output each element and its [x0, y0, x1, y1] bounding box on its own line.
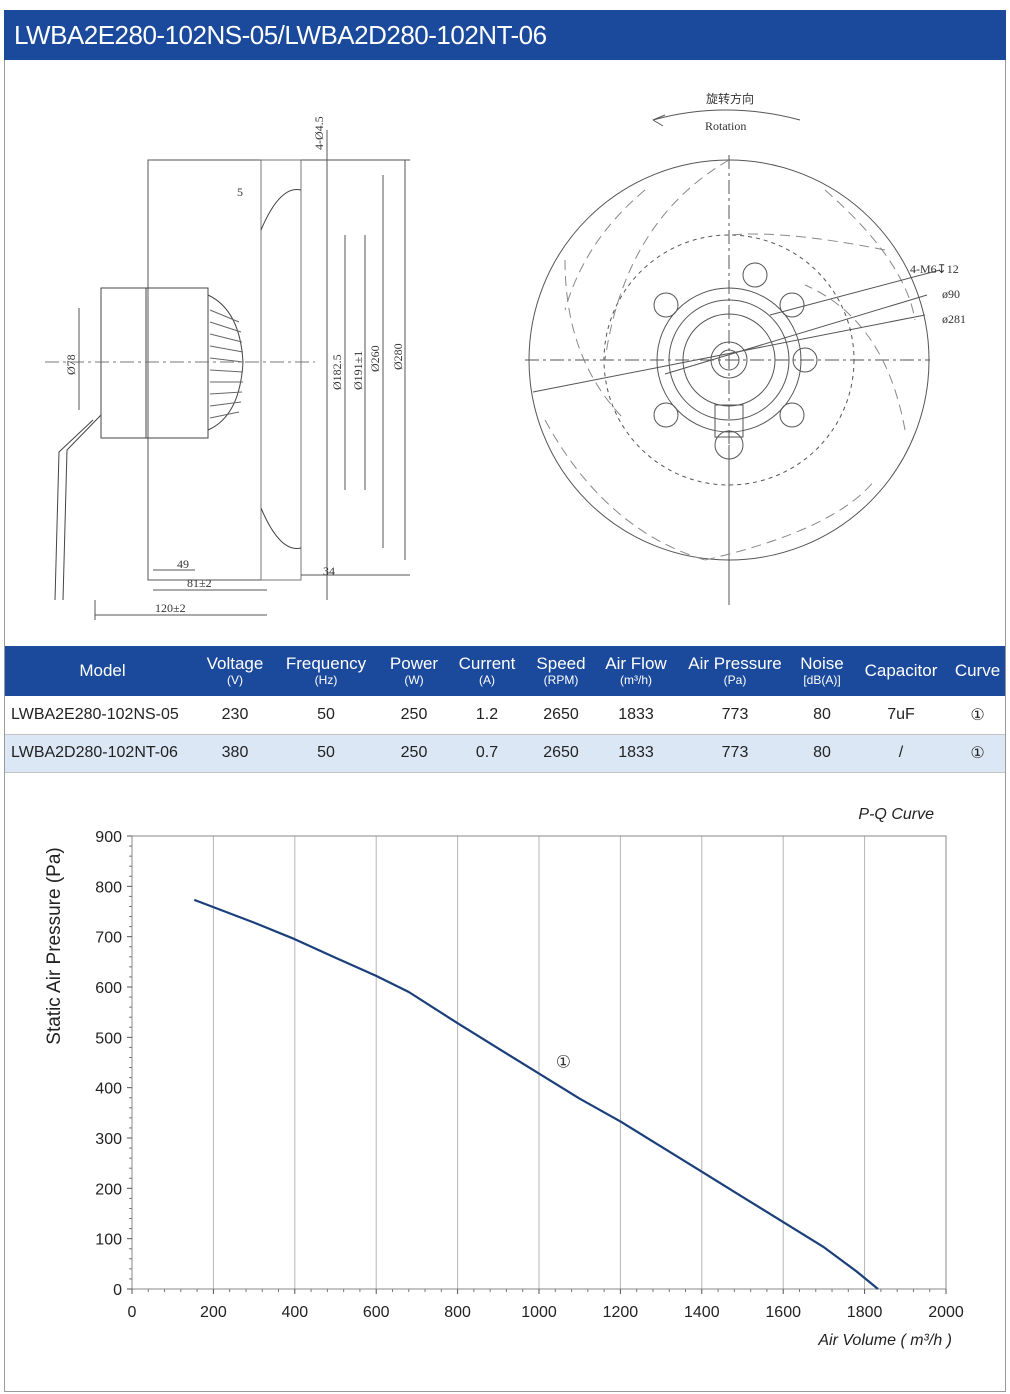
cell-voltage: 230: [200, 696, 270, 735]
col-header-power: Power(W): [389, 654, 439, 688]
product-title: LWBA2E280-102NS-05/LWBA2D280-102NT-06: [4, 10, 1006, 60]
cell-capacitor: 7uF: [852, 696, 950, 735]
front-view-labels: 旋转方向 Rotation 4-M6↧12 ø90 ø281: [705, 91, 966, 326]
svg-text:Ø260: Ø260: [368, 345, 382, 372]
y-tick-label: 700: [95, 930, 122, 947]
cell-speed: 2650: [528, 734, 594, 773]
svg-text:ø90: ø90: [942, 287, 960, 301]
col-header-noise: Noise[dB(A)]: [800, 654, 844, 688]
x-tick-label: 1600: [765, 1304, 801, 1321]
cell-voltage: 380: [200, 734, 270, 773]
svg-text:Ø182.5: Ø182.5: [330, 354, 344, 390]
cell-current: 0.7: [446, 734, 528, 773]
x-tick-label: 200: [200, 1304, 227, 1321]
x-tick-label: 800: [444, 1304, 471, 1321]
cell-capacitor: /: [852, 734, 950, 773]
svg-text:81±2: 81±2: [187, 576, 212, 590]
cell-curve: ①: [950, 696, 1005, 735]
cell-frequency: 50: [270, 696, 382, 735]
svg-text:120±2: 120±2: [155, 601, 186, 615]
col-header-air-pressure: Air Pressure(Pa): [688, 654, 782, 688]
x-tick-label: 1800: [847, 1304, 883, 1321]
technical-drawing: 4-Ø4.5 5 Ø78 Ø182.5 Ø191±1 Ø260 Ø280 49 …: [45, 91, 966, 620]
pq-curve-chart: 0 100 200 300 400 500 600 700 800 900 0 200 400 600 80…: [44, 806, 964, 1349]
col-header-air-flow: Air Flow(m³/h): [605, 654, 667, 688]
cell-speed: 2650: [528, 696, 594, 735]
chart-title: P-Q Curve: [858, 806, 934, 823]
svg-text:49: 49: [177, 557, 189, 571]
col-header-frequency: Frequency(Hz): [285, 654, 367, 688]
svg-text:34: 34: [323, 564, 335, 578]
y-tick-label: 0: [113, 1282, 122, 1299]
series-label: ①: [556, 1053, 571, 1073]
cell-power: 250: [382, 734, 446, 773]
x-tick-label: 1400: [684, 1304, 720, 1321]
svg-text:4-Ø4.5: 4-Ø4.5: [312, 116, 326, 150]
series-line: [193, 898, 879, 1290]
front-view-drawing: [525, 109, 941, 605]
cell-model: LWBA2E280-102NS-05: [5, 696, 200, 735]
y-tick-label: 200: [95, 1181, 122, 1198]
x-tick-label: 1000: [521, 1304, 557, 1321]
y-tick-label: 800: [95, 879, 122, 896]
side-view-dimension-labels: 4-Ø4.5 5 Ø78 Ø182.5 Ø191±1 Ø260 Ø280 49 …: [64, 116, 405, 615]
cell-curve: ①: [950, 734, 1005, 773]
cell-noise: 80: [792, 696, 852, 735]
x-tick-label: 0: [128, 1304, 137, 1321]
cell-power: 250: [382, 696, 446, 735]
table-row: LWBA2E280-102NS-05 230 50 250 1.2 2650 1…: [5, 696, 1005, 735]
col-header-current: Current(A): [458, 654, 516, 688]
svg-text:4-M6↧12: 4-M6↧12: [910, 262, 959, 276]
cell-air-pressure: 773: [678, 734, 792, 773]
x-tick-label: 2000: [928, 1304, 964, 1321]
y-tick-label: 900: [95, 829, 122, 846]
cell-air-flow: 1833: [594, 696, 678, 735]
svg-text:Ø191±1: Ø191±1: [351, 351, 365, 390]
cell-noise: 80: [792, 734, 852, 773]
svg-text:Ø280: Ø280: [391, 343, 405, 370]
svg-text:Rotation: Rotation: [705, 119, 746, 133]
col-header-speed: Speed(RPM): [536, 654, 586, 688]
x-tick-label: 600: [363, 1304, 390, 1321]
y-tick-label: 500: [95, 1030, 122, 1047]
y-tick-label: 400: [95, 1081, 122, 1098]
cell-frequency: 50: [270, 734, 382, 773]
svg-text:Ø78: Ø78: [64, 354, 78, 375]
svg-text:5: 5: [237, 185, 243, 199]
cell-current: 1.2: [446, 696, 528, 735]
y-axis-label: Static Air Pressure (Pa): [44, 847, 65, 1044]
side-view-drawing: [45, 130, 410, 620]
y-tick-label: 600: [95, 980, 122, 997]
x-tick-label: 1200: [603, 1304, 639, 1321]
col-header-model: Model: [79, 661, 126, 680]
col-header-capacitor: Capacitor: [864, 661, 938, 680]
table-row: LWBA2D280-102NT-06 380 50 250 0.7 2650 1…: [5, 734, 1005, 773]
cell-model: LWBA2D280-102NT-06: [5, 734, 200, 773]
svg-text:ø281: ø281: [942, 312, 966, 326]
x-axis-label: Air Volume ( m³/h ): [817, 1332, 952, 1349]
col-header-curve: Curve: [954, 661, 1001, 680]
y-tick-label: 300: [95, 1131, 122, 1148]
table-header-row: Model Voltage(V) Frequency(Hz) Power(W) …: [5, 646, 1005, 696]
y-tick-label: 100: [95, 1232, 122, 1249]
svg-text:旋转方向: 旋转方向: [706, 91, 754, 106]
specification-table: Model Voltage(V) Frequency(Hz) Power(W) …: [5, 646, 1005, 773]
cell-air-flow: 1833: [594, 734, 678, 773]
x-tick-label: 400: [281, 1304, 308, 1321]
cell-air-pressure: 773: [678, 696, 792, 735]
col-header-voltage: Voltage(V): [206, 654, 264, 688]
